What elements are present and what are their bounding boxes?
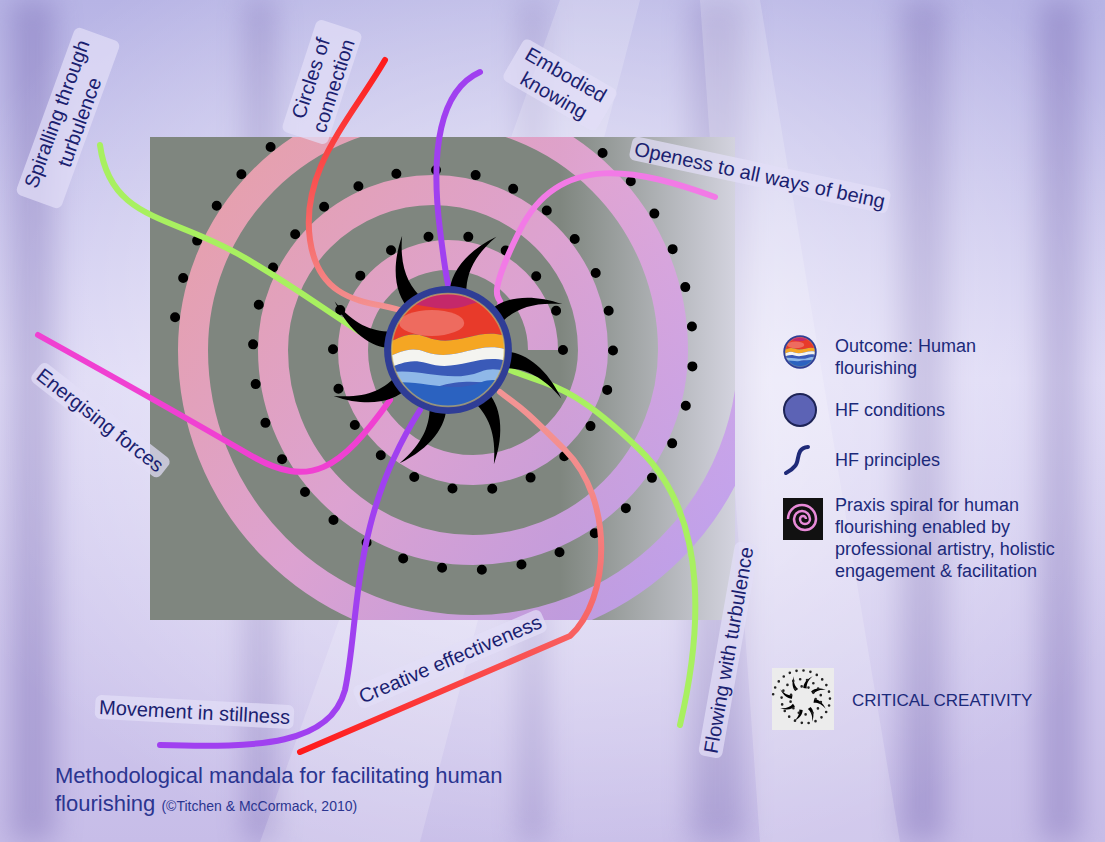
legend-text: HF conditions [835, 399, 1035, 421]
principle-lines [38, 60, 715, 752]
legend-text: CRITICAL CREATIVITY [852, 690, 1092, 712]
red-line [300, 392, 601, 752]
principle-icon [786, 447, 808, 473]
globe-icon [783, 335, 817, 369]
legend-swatch [783, 393, 817, 427]
green-line [510, 370, 695, 725]
spikes [328, 230, 567, 469]
caption-block: Methodological mandala for facilitating … [55, 762, 525, 820]
legend-text: HF principles [835, 449, 1035, 471]
critical-creativity-icon [772, 668, 834, 730]
dot-spiral [173, 137, 693, 570]
pink-line [497, 173, 715, 305]
legend-icons [772, 335, 834, 730]
flourishing-globe [383, 285, 513, 415]
legend-text: Outcome: Human flourishing [835, 335, 1035, 379]
copyright-note: (©Titchen & McCormack, 2010) [161, 798, 357, 814]
praxis-icon [783, 498, 823, 540]
legend-text: Praxis spiral for human flourishing enab… [835, 494, 1093, 582]
